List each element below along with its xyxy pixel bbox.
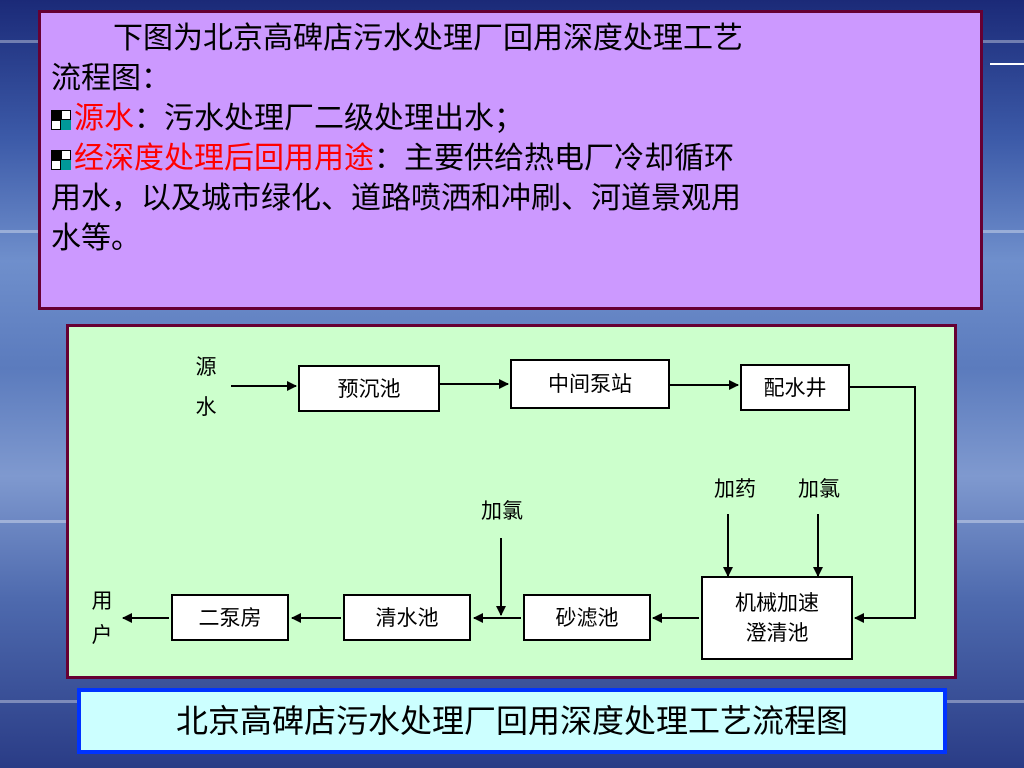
distribution-well-node: 配水井 [740,364,850,411]
diagram-caption: 北京高碑店污水处理厂回用深度处理工艺流程图 [77,688,947,754]
source-water-label: 源水 [74,101,134,136]
clarifier-label-2: 澄清池 [745,621,809,645]
source-water-separator: ： [134,101,164,136]
clear-water-tank-node: 清水池 [343,594,471,641]
dosing-chlorine-label-2: 加氯 [481,499,523,523]
clarifier-node: 机械加速 澄清池 [701,576,853,660]
user-node-label-2: 户 [91,623,113,647]
intro-text-panel: 下图为北京高碑店污水处理厂回用深度处理工艺 流程图： 源水：污水处理厂二级处理出… [38,10,983,310]
reuse-separator: ： [374,141,404,176]
flow-arrows [122,379,916,623]
dosing-chemical-label: 加药 [714,477,756,501]
reuse-text-1: 主要供给热电厂冷却循环 [404,141,734,176]
reuse-text-2: 用水，以及城市绿化、道路喷洒和冲刷、河道景观用 [51,181,741,216]
presettle-tank-node: 预沉池 [298,365,440,412]
pump-house-2-node: 二泵房 [171,594,289,641]
intro-line-1: 下图为北京高碑店污水处理厂回用深度处理工艺 [113,21,743,56]
sand-filter-node: 砂滤池 [523,594,651,641]
clarifier-label-1: 机械加速 [735,591,819,615]
process-flow-diagram: 源 水 预沉池 中间泵站 配水井 加药 加氯 加氯 机械加速 澄清池 砂滤池 清… [66,324,957,679]
reuse-line: 经深度处理后回用用途：主要供给热电厂冷却循环 [51,139,970,179]
reuse-text-3: 水等。 [51,221,141,256]
intro-line-2: 流程图： [51,61,171,96]
reuse-label: 经深度处理后回用用途 [74,141,374,176]
source-water-line: 源水：污水处理厂二级处理出水； [51,99,970,139]
arrow-distribution-well-to-clarifier [850,386,916,623]
dosing-chlorine-label-1: 加氯 [798,477,840,501]
source-water-text: 污水处理厂二级处理出水； [164,101,524,136]
user-node-label-1: 用 [91,589,113,613]
decorative-line [990,63,1024,65]
pump-station-node: 中间泵站 [510,359,670,409]
source-water-node-label-1: 源 [195,355,217,379]
bullet-icon [51,110,71,130]
source-water-node-label-2: 水 [195,395,217,419]
bullet-icon [51,150,71,170]
